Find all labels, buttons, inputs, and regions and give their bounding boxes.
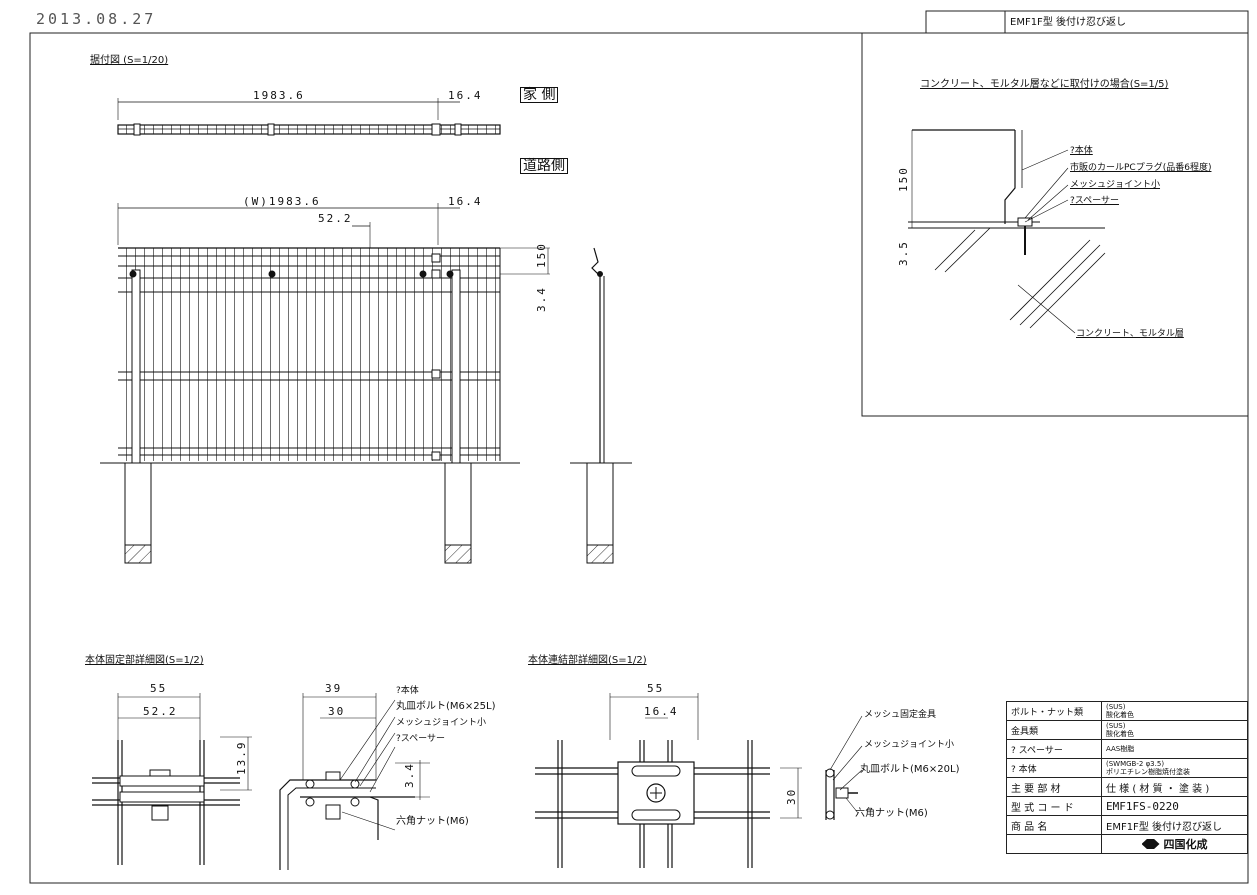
dim-v34: 3.4	[535, 286, 548, 312]
spec-value: (SUS)酸化着色	[1101, 701, 1248, 721]
spec-table: ボルト・ナット類 (SUS)酸化着色 金具類 (SUS)酸化着色 ? スペーサー…	[1006, 701, 1248, 854]
join-callout-bolt: 丸皿ボルト(M6×20L)	[860, 764, 960, 775]
spec-value-line1: (SWMGB-2 φ3.5)	[1106, 760, 1165, 768]
dim-top-long: 1983.6	[253, 89, 305, 102]
spec-product-value: EMF1F型 後付け忍び返し	[1101, 815, 1248, 835]
fix-dim-34: 3.4	[403, 762, 416, 788]
join-dim-55: 55	[647, 682, 665, 695]
fix-nut-label: 六角ナット(M6)	[396, 816, 469, 827]
drawing-date: 2013.08.27	[36, 10, 157, 28]
spec-company-row: 四国化成	[1006, 834, 1248, 854]
label-road-side: 道路側	[520, 158, 568, 174]
main-view-title: 据付図 (S=1/20)	[90, 55, 169, 66]
spec-part: ? スペーサー	[1006, 739, 1102, 759]
spec-row: ? スペーサー AAS樹脂	[1006, 739, 1248, 759]
spec-value-line1: AAS樹脂	[1106, 745, 1135, 753]
concrete-bottom-label: コンクリート、モルタル層	[1076, 329, 1184, 339]
label-house-side: 家 側	[520, 87, 559, 103]
dim-v150: 150	[535, 242, 548, 268]
spec-code-row: 型 式 コ ー ド EMF1FS-0220	[1006, 796, 1248, 816]
spec-header-spec: 仕 様 ( 材 質 ・ 塗 装 )	[1101, 777, 1248, 797]
concrete-callout-body: ?本体	[1070, 146, 1093, 156]
dim-pitch: 52.2	[318, 212, 353, 225]
dim-w: (W)1983.6	[243, 195, 321, 208]
fix-dim-55: 55	[150, 682, 168, 695]
company-logo-icon	[1141, 839, 1160, 849]
concrete-detail-title: コンクリート、モルタル層などに取付けの場合(S=1/5)	[920, 79, 1169, 90]
join-callout-joint: メッシュジョイント小	[864, 740, 955, 750]
company-logo: 四国化成	[1141, 836, 1208, 852]
join-callout-nut: 六角ナット(M6)	[855, 808, 928, 819]
spec-value-line2: 酸化着色	[1106, 730, 1134, 738]
concrete-callout-joint: メッシュジョイント小	[1070, 180, 1161, 190]
fix-callout-spacer: ?スペーサー	[396, 734, 445, 744]
concrete-dim-150: 150	[897, 166, 910, 192]
spec-value: (SUS)酸化着色	[1101, 720, 1248, 740]
dim-w-short: 16.4	[448, 195, 483, 208]
fix-dim-30: 30	[328, 705, 346, 718]
spec-value: AAS樹脂	[1101, 739, 1248, 759]
spec-row: ? 本体 (SWMGB-2 φ3.5)ポリエチレン樹脂焼付塗装	[1006, 758, 1248, 778]
join-detail-title: 本体連結部詳細図(S=1/2)	[528, 655, 647, 666]
spec-value-line1: (SUS)	[1106, 722, 1126, 730]
fix-dim-522: 52.2	[143, 705, 178, 718]
join-detail	[535, 693, 863, 868]
title-box-text: EMF1F型 後付け忍び返し	[1010, 17, 1126, 28]
join-callout-bracket: メッシュ固定金具	[864, 710, 937, 720]
concrete-dim-35: 3.5	[897, 240, 910, 266]
side-view	[570, 247, 632, 564]
spec-value-line2: 酸化着色	[1106, 711, 1134, 719]
spec-part: 金具類	[1006, 720, 1102, 740]
spec-part: ? 本体	[1006, 758, 1102, 778]
join-dim-164: 16.4	[644, 705, 679, 718]
fix-detail-title: 本体固定部詳細図(S=1/2)	[85, 655, 204, 666]
fix-callout-joint: メッシュジョイント小	[396, 718, 487, 728]
spec-company-cell: 四国化成	[1101, 834, 1248, 854]
spec-header-row: 主 要 部 材 仕 様 ( 材 質 ・ 塗 装 )	[1006, 777, 1248, 797]
elevation-view	[100, 203, 550, 564]
spec-product-row: 商 品 名 EMF1F型 後付け忍び返し	[1006, 815, 1248, 835]
concrete-callout-plug: 市販のカールPCプラグ(品番6程度)	[1070, 163, 1212, 173]
spec-value: (SWMGB-2 φ3.5)ポリエチレン樹脂焼付塗装	[1101, 758, 1248, 778]
join-dim-30: 30	[785, 787, 798, 805]
spec-row: 金具類 (SUS)酸化着色	[1006, 720, 1248, 740]
fix-callout-body: ?本体	[396, 686, 419, 696]
dim-top-short: 16.4	[448, 89, 483, 102]
sheet-frame	[29, 10, 1249, 884]
fix-detail	[92, 693, 430, 870]
spec-code-label: 型 式 コ ー ド	[1006, 796, 1102, 816]
spec-header-part: 主 要 部 材	[1006, 777, 1102, 797]
spec-part: ボルト・ナット類	[1006, 701, 1102, 721]
concrete-detail	[908, 129, 1106, 334]
fix-callout-bolt: 丸皿ボルト(M6×25L)	[396, 701, 496, 712]
spec-row: ボルト・ナット類 (SUS)酸化着色	[1006, 701, 1248, 721]
spec-code-value: EMF1FS-0220	[1101, 796, 1248, 816]
fix-dim-39: 39	[325, 682, 343, 695]
spec-product-label: 商 品 名	[1006, 815, 1102, 835]
spec-value-line2: ポリエチレン樹脂焼付塗装	[1106, 768, 1190, 776]
spec-value-line1: (SUS)	[1106, 703, 1126, 711]
company-name: 四国化成	[1163, 838, 1208, 851]
spec-company-blank	[1006, 834, 1102, 854]
concrete-callout-spacer: ?スペーサー	[1070, 196, 1119, 206]
fix-dim-139: 13.9	[235, 740, 248, 776]
plan-view	[117, 98, 501, 136]
